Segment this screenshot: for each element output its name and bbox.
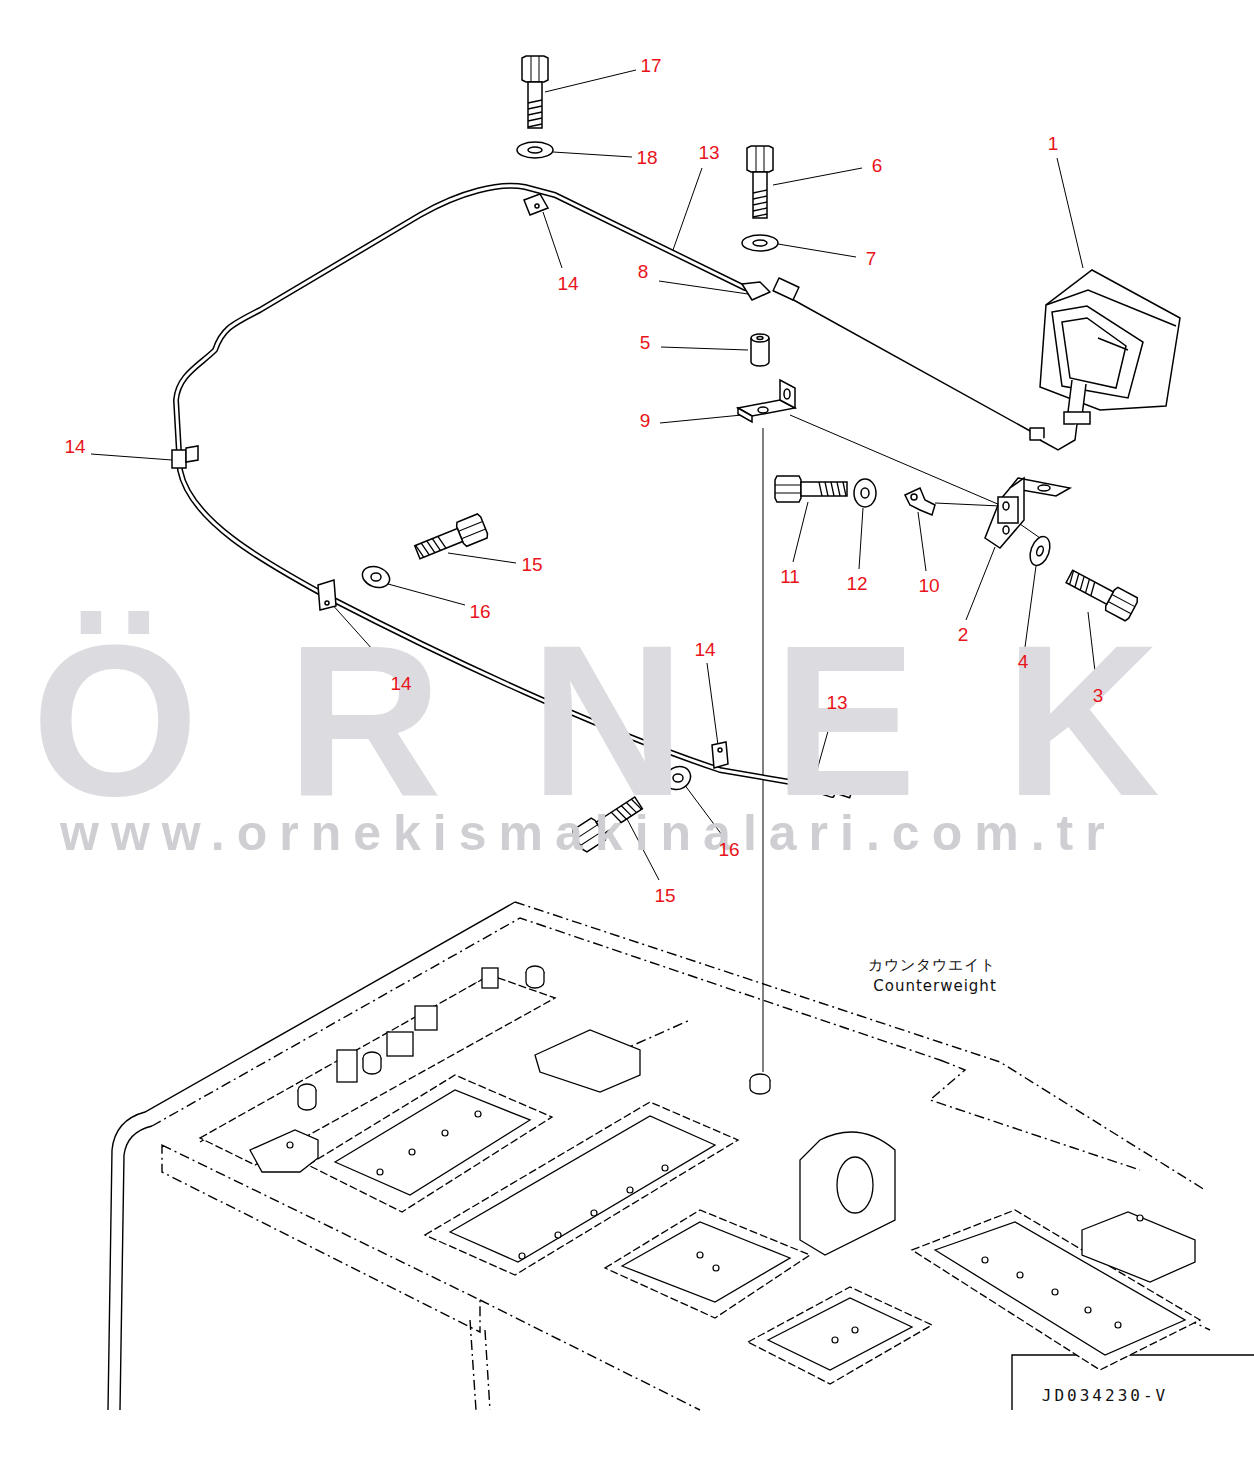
callout-number: 14: [694, 640, 715, 659]
counterweight: [108, 902, 1254, 1410]
callout-number: 8: [638, 262, 649, 281]
callout-number: 3: [1093, 686, 1104, 705]
callout-number: 15: [521, 555, 542, 574]
callout-number: 9: [640, 411, 651, 430]
callout-number: 10: [918, 576, 939, 595]
callout-number: 11: [780, 567, 800, 586]
callout-number: 13: [698, 143, 719, 162]
drawing-code: JD034230-V: [1042, 1388, 1168, 1404]
callout-number: 14: [390, 674, 411, 693]
small-parts: [738, 334, 935, 515]
callout-number: 15: [654, 886, 675, 905]
callout-number: 14: [64, 437, 85, 456]
part-note: Counterweight: [873, 979, 997, 994]
callout-number: 12: [846, 574, 867, 593]
callout-number: 18: [636, 148, 657, 167]
watermark: ÖRNEK: [32, 613, 1248, 828]
leader-lines: [91, 70, 1096, 1072]
callout-number: 2: [958, 625, 969, 644]
work-lamp: [985, 270, 1180, 548]
callout-number: 16: [469, 602, 490, 621]
watermark-url: www.ornekismakinalari.com.tr: [60, 808, 1117, 858]
callout-number: 6: [872, 156, 883, 175]
callout-number: 4: [1018, 652, 1029, 671]
part-note: カウンタウエイト: [868, 958, 996, 973]
callout-number: 1: [1048, 134, 1059, 153]
counterweight-details: [200, 966, 1200, 1384]
callout-number: 5: [640, 333, 651, 352]
callout-number: 16: [718, 840, 739, 859]
callout-number: 13: [826, 693, 847, 712]
callout-number: 14: [557, 274, 578, 293]
bolt-holes: [287, 1111, 1143, 1343]
callout-number: 17: [640, 56, 661, 75]
callout-number: 7: [866, 249, 877, 268]
